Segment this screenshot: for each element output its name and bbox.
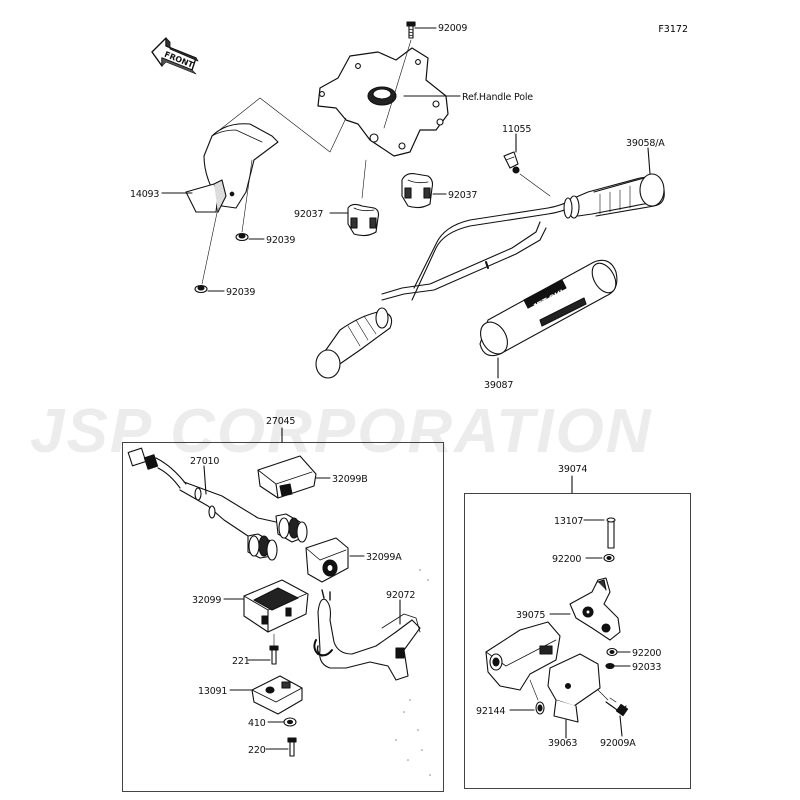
label-14093: 14093 — [130, 189, 159, 200]
label-92144: 92144 — [476, 706, 505, 717]
switch-assembly-box — [122, 442, 444, 792]
label-92039-a: 92039 — [266, 235, 295, 246]
washer-410 — [283, 717, 297, 727]
screw-92009A — [605, 697, 629, 717]
label-92039-b: 92039 — [226, 287, 255, 298]
dust-speckles — [395, 569, 431, 776]
ring-92033 — [605, 662, 615, 670]
label-27045: 27045 — [266, 416, 295, 427]
throttle-assembly-box — [464, 493, 691, 789]
label-13091: 13091 — [198, 686, 227, 697]
label-92200-top: 92200 — [552, 554, 581, 565]
wire-harness-27010 — [179, 481, 308, 561]
label-92033: 92033 — [632, 662, 661, 673]
washer-92200-top — [603, 553, 615, 563]
label-27010: 27010 — [190, 456, 219, 467]
handlebar-39058A — [315, 173, 665, 379]
lever-39075 — [569, 577, 621, 641]
label-32099A: 32099A — [366, 552, 402, 563]
label-92037-right: 92037 — [448, 190, 477, 201]
clamp-92037-left — [347, 203, 380, 237]
label-39063: 39063 — [548, 738, 577, 749]
clamp-92037-right — [401, 173, 434, 209]
ring-92144 — [535, 701, 545, 715]
switch-body-32099 — [243, 579, 309, 633]
pin-13107 — [606, 517, 616, 549]
switch-cover-32099B — [257, 455, 317, 499]
bracket-14093 — [185, 123, 279, 213]
connector-plug — [127, 447, 187, 489]
label-410: 410 — [248, 718, 266, 729]
label-92009-top: 92009 — [438, 23, 467, 34]
handlebar-pad-39087 — [479, 259, 618, 357]
label-92009A: 92009A — [600, 738, 636, 749]
clip-11055 — [503, 151, 520, 174]
washer-92200-bottom — [606, 647, 618, 657]
label-92037-left: 92037 — [294, 209, 323, 220]
bolt-92039-a — [235, 232, 249, 242]
figure-code: F3172 — [658, 24, 688, 35]
front-arrow-icon — [151, 37, 199, 75]
screw-221 — [269, 645, 279, 665]
switch-base-13091 — [251, 675, 303, 715]
label-92072: 92072 — [386, 590, 415, 601]
label-39087: 39087 — [484, 380, 513, 391]
switch-housing-32099A — [305, 537, 349, 583]
label-220: 220 — [248, 745, 266, 756]
cable-92072 — [313, 589, 421, 681]
label-32099: 32099 — [192, 595, 221, 606]
screw-220 — [287, 737, 297, 757]
bolt-92039-b — [194, 284, 208, 294]
label-ref-handle-pole: Ref.Handle Pole — [462, 92, 533, 103]
label-221: 221 — [232, 656, 250, 667]
label-39058A: 39058/A — [626, 138, 665, 149]
cover-39063 — [547, 653, 601, 723]
label-39075: 39075 — [516, 610, 545, 621]
label-32099B: 32099B — [332, 474, 368, 485]
handle-pole-plate — [317, 47, 449, 157]
label-11055: 11055 — [502, 124, 531, 135]
label-39074: 39074 — [558, 464, 587, 475]
label-92200-bottom: 92200 — [632, 648, 661, 659]
label-13107: 13107 — [554, 516, 583, 527]
throttle-housing — [485, 621, 561, 691]
screw-92009-top — [406, 21, 416, 39]
